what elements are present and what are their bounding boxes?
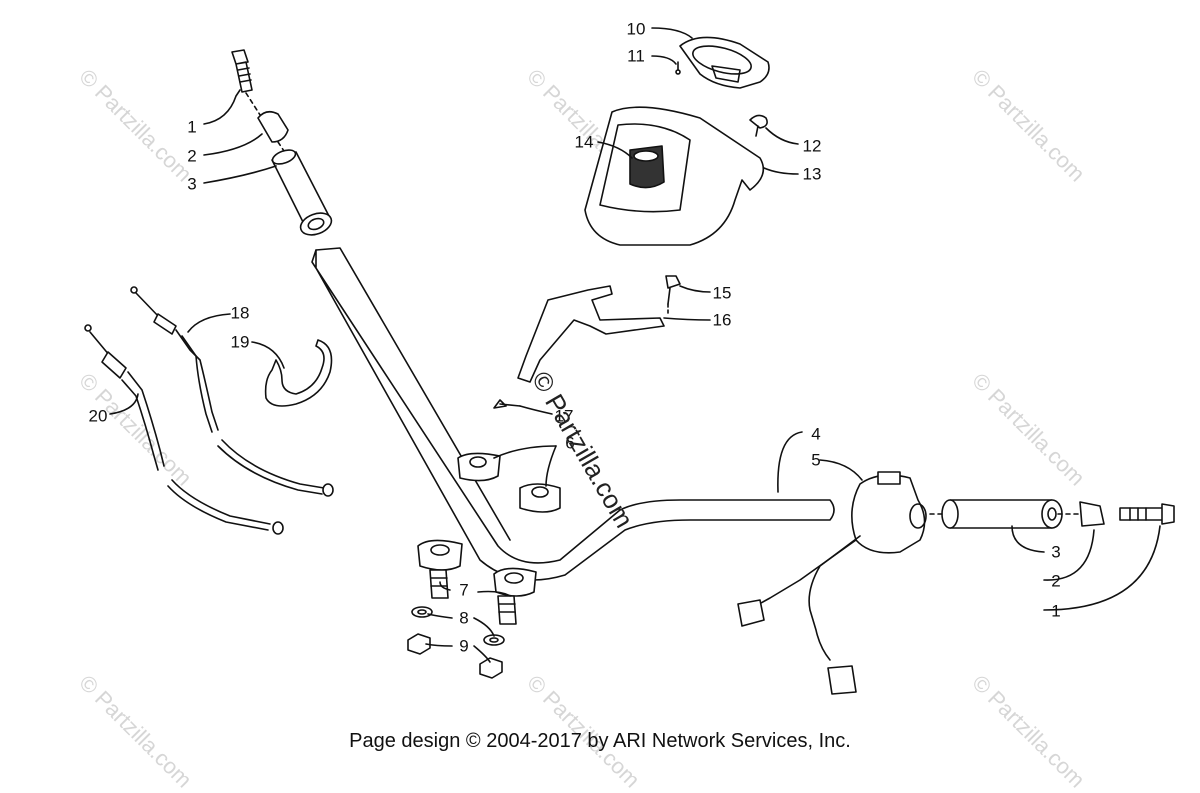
leader-8b bbox=[473, 617, 495, 637]
gauge-cluster bbox=[679, 36, 770, 89]
callout-1: 1 bbox=[187, 117, 197, 137]
handlebar bbox=[311, 249, 835, 581]
leader-2a bbox=[203, 133, 263, 156]
callout-12: 12 bbox=[802, 136, 822, 156]
band-19 bbox=[264, 339, 333, 407]
callout-6: 6 bbox=[565, 433, 575, 453]
leader-14 bbox=[597, 141, 633, 159]
callout-3: 3 bbox=[187, 174, 197, 194]
cable-18 bbox=[130, 286, 334, 497]
leader-7b bbox=[477, 590, 511, 597]
callout-9: 9 bbox=[459, 636, 469, 656]
grip-right bbox=[949, 499, 1053, 529]
nut-left bbox=[407, 633, 431, 655]
callout-4: 4 bbox=[811, 424, 821, 444]
copyright-footer: Page design © 2004-2017 by ARI Network S… bbox=[349, 730, 851, 752]
bolt-right bbox=[1119, 503, 1175, 525]
leader-6b bbox=[545, 445, 557, 487]
cable-20 bbox=[84, 324, 284, 535]
callout-11: 11 bbox=[627, 46, 645, 66]
leader-9a bbox=[425, 643, 453, 647]
callout-8: 8 bbox=[459, 608, 469, 628]
callout-13: 13 bbox=[802, 164, 822, 184]
connector-a bbox=[737, 599, 765, 627]
clamp-cap-lower bbox=[519, 483, 561, 513]
callout-16: 16 bbox=[712, 310, 732, 330]
screw-12 bbox=[749, 114, 768, 137]
parts-diagram: © Partzilla.com © Partzilla.com © Partzi… bbox=[74, 19, 1175, 793]
leader-5 bbox=[819, 459, 863, 481]
callout-14: 14 bbox=[574, 132, 594, 152]
nut-right bbox=[479, 657, 503, 679]
washer-left bbox=[411, 606, 433, 618]
leader-9b bbox=[473, 645, 491, 663]
leader-3a bbox=[203, 165, 277, 184]
leader-18 bbox=[187, 313, 231, 333]
leader-6a bbox=[493, 445, 557, 459]
bolt-left bbox=[231, 49, 253, 93]
leader-1a bbox=[203, 89, 241, 125]
leader-17 bbox=[519, 405, 553, 415]
callout-3-right: 3 bbox=[1051, 542, 1061, 562]
leader-8a bbox=[427, 613, 453, 619]
callout-2: 2 bbox=[187, 146, 197, 166]
callout-19: 19 bbox=[230, 332, 250, 352]
callout-18: 18 bbox=[230, 303, 250, 323]
leader-2b bbox=[1043, 529, 1095, 581]
end-weight-left bbox=[257, 110, 289, 143]
leader-19 bbox=[251, 341, 285, 369]
callout-17: 17 bbox=[554, 406, 574, 426]
callout-7: 7 bbox=[459, 580, 469, 600]
leader-12 bbox=[765, 127, 799, 145]
leader-20 bbox=[109, 393, 139, 415]
leader-3b bbox=[1011, 525, 1045, 553]
callout-10: 10 bbox=[626, 19, 646, 39]
leader-11 bbox=[651, 55, 677, 65]
switch-housing bbox=[851, 474, 926, 554]
diagram-drawing bbox=[84, 27, 1175, 695]
leader-7a bbox=[439, 581, 451, 591]
screw-17 bbox=[493, 399, 521, 409]
leader-4 bbox=[777, 431, 803, 493]
callout-5: 5 bbox=[811, 450, 821, 470]
callout-20: 20 bbox=[88, 406, 108, 426]
callout-1-right: 1 bbox=[1051, 601, 1061, 621]
callout-2-right: 2 bbox=[1051, 571, 1061, 591]
connector-b bbox=[827, 665, 857, 695]
leader-13 bbox=[763, 167, 799, 175]
leader-10 bbox=[651, 27, 693, 39]
leader-1b bbox=[1043, 525, 1161, 611]
end-weight-right bbox=[1079, 501, 1105, 527]
leader-15 bbox=[679, 285, 711, 293]
bracket bbox=[517, 285, 665, 383]
leader-16 bbox=[663, 317, 711, 321]
callout-15: 15 bbox=[712, 283, 732, 303]
handlebar-cover bbox=[584, 106, 765, 246]
